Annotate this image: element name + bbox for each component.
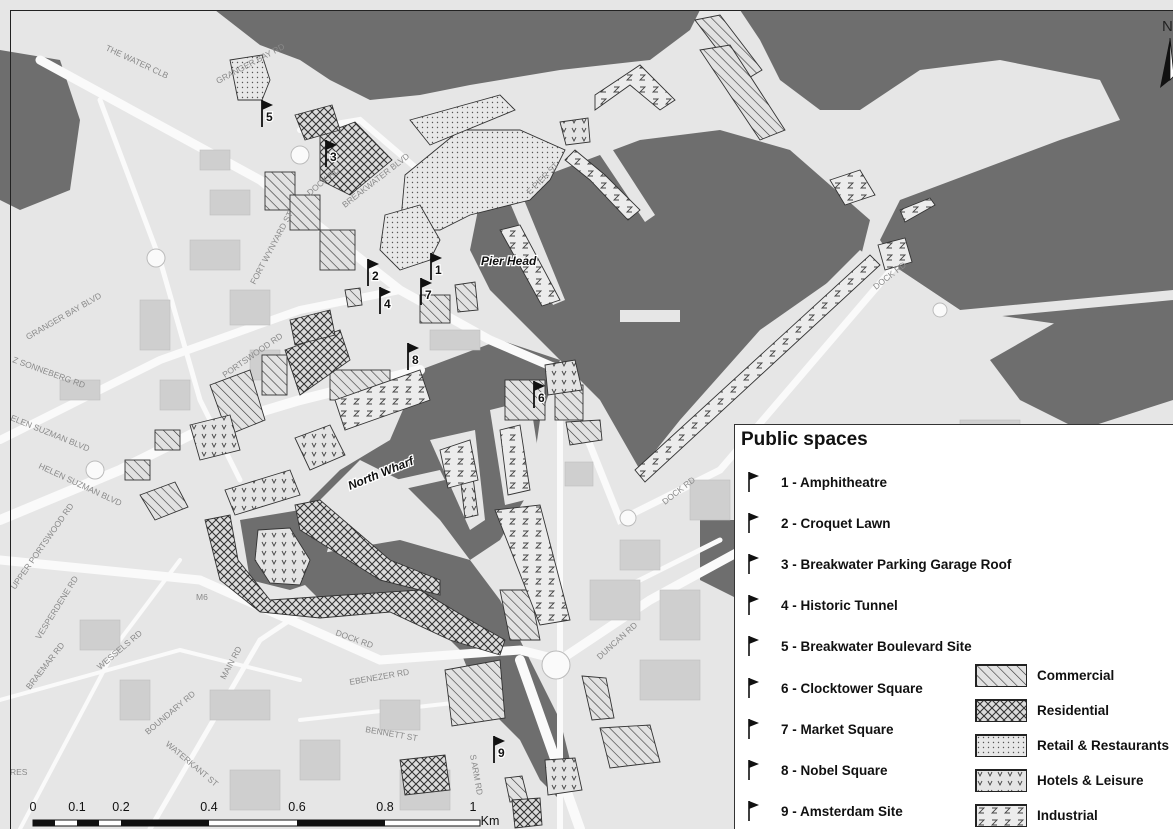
flag-icon [748, 472, 759, 492]
landuse-industrial [334, 64, 936, 626]
industrial-swatch-icon [975, 803, 1027, 827]
legend-landuse-item: Commercial [975, 662, 1114, 688]
scale-labels: 0 0.1 0.2 0.4 0.6 0.8 1 Km [0, 800, 600, 828]
site-marker-7[interactable]: 7 [420, 278, 433, 305]
site-marker-8[interactable]: 8 [407, 343, 420, 370]
legend-landuse-label: Retail & Restaurants [1037, 737, 1170, 753]
site-marker-label: 9 [498, 746, 505, 760]
street-label: M6 [196, 592, 208, 602]
site-marker-label: 4 [384, 297, 391, 311]
roundabouts [85, 145, 948, 680]
scale-tick-label: 0.8 [376, 800, 394, 814]
site-marker-5[interactable]: 5 [261, 100, 274, 127]
flag-icon [326, 140, 337, 150]
north-arrow-icon [1160, 37, 1173, 88]
commercial-swatch-icon [975, 663, 1027, 687]
flag-icon [380, 287, 391, 297]
legend-item: 2 - Croquet Lawn [747, 510, 891, 536]
legend-item: 1 - Amphitheatre [747, 469, 887, 495]
flag-icon [748, 636, 759, 656]
legend-landuse-label: Residential [1037, 702, 1110, 718]
scale-tick-label: 0 [29, 800, 37, 814]
legend-landuse-label: Industrial [1037, 807, 1098, 823]
scale-tick-label: 1 [469, 800, 477, 814]
legend-item: 7 - Market Square [747, 716, 894, 742]
legend-landuse-item: Hotels & Leisure [975, 767, 1144, 793]
flag-icon [534, 381, 545, 391]
landuse-residential [204, 104, 543, 829]
legend-landuse-label: Hotels & Leisure [1037, 772, 1144, 788]
flag-icon [408, 343, 419, 353]
legend-item-label: 2 - Croquet Lawn [781, 515, 891, 531]
site-marker-6[interactable]: 6 [533, 381, 546, 408]
site-marker-label: 6 [538, 391, 545, 405]
retail-swatch-icon [975, 733, 1027, 757]
hotels-swatch-icon [975, 768, 1027, 792]
legend-item-label: 4 - Historic Tunnel [781, 597, 898, 613]
scale-bar [32, 819, 481, 827]
site-marker-4[interactable]: 4 [379, 287, 392, 314]
legend-landuse-item: Industrial [975, 802, 1098, 828]
legend-item-label: 8 - Nobel Square [781, 762, 888, 778]
site-marker-1[interactable]: 1 [430, 253, 443, 280]
legend-item-label: 1 - Amphitheatre [781, 474, 888, 490]
flag-icon [748, 554, 759, 574]
flag-icon [262, 100, 273, 110]
place-label-pier-head: Pier Head [481, 254, 537, 268]
flag-icon [748, 678, 759, 698]
legend-item-label: 3 - Breakwater Parking Garage Roof [781, 556, 1012, 572]
flag-icon [748, 760, 759, 780]
flag-icon [748, 719, 759, 739]
scale-tick-label: 0.6 [288, 800, 306, 814]
flag-icon [431, 253, 442, 263]
legend-item: 6 - Clocktower Square [747, 675, 923, 701]
flag-icon [421, 278, 432, 288]
north-letter: N [1162, 18, 1173, 35]
legend-item-label: 9 - Amsterdam Site [781, 803, 903, 819]
scale-unit: Km [480, 814, 500, 828]
site-marker-label: 5 [266, 110, 273, 124]
site-marker-label: 1 [435, 263, 442, 277]
landuse-retail [229, 54, 566, 271]
site-marker-label: 8 [412, 353, 419, 367]
flag-icon [368, 259, 379, 269]
site-marker-label: 7 [425, 288, 432, 302]
residential-swatch-icon [975, 698, 1027, 722]
site-marker-2[interactable]: 2 [367, 259, 380, 286]
site-marker-3[interactable]: 3 [325, 140, 338, 167]
scale-tick-label: 0.2 [112, 800, 130, 814]
flag-icon [748, 595, 759, 615]
flag-icon [748, 801, 759, 821]
legend-item: 5 - Breakwater Boulevard Site [747, 633, 972, 659]
legend-item: 3 - Breakwater Parking Garage Roof [747, 551, 1011, 577]
scale-tick-label: 0.4 [200, 800, 218, 814]
site-markers: 1 2 3 4 5 6 7 8 9 [261, 100, 546, 763]
flag-icon [494, 736, 505, 746]
legend-item: 4 - Historic Tunnel [747, 592, 898, 618]
legend-landuse-item: Retail & Restaurants [975, 732, 1169, 758]
flag-icon [748, 513, 759, 533]
legend-title: Public spaces [741, 429, 868, 450]
scale-tick-label: 0.1 [68, 800, 86, 814]
legend-item-label: 7 - Market Square [781, 721, 894, 737]
legend-item: 9 - Amsterdam Site [747, 798, 903, 824]
legend-landuse-item: Residential [975, 697, 1109, 723]
street-label: RES [10, 767, 28, 777]
legend-item-label: 5 - Breakwater Boulevard Site [781, 638, 972, 654]
site-marker-9[interactable]: 9 [493, 736, 506, 763]
water-bodies [0, 10, 1173, 800]
legend-item-label: 6 - Clocktower Square [781, 680, 923, 696]
site-marker-label: 3 [330, 150, 337, 164]
map-legend: Public spaces 1 - Amphitheatre 2 - Croqu… [734, 424, 1173, 829]
legend-landuse-label: Commercial [1037, 667, 1115, 683]
legend-item: 8 - Nobel Square [747, 757, 888, 783]
site-marker-label: 2 [372, 269, 379, 283]
landuse-commercial [124, 14, 786, 803]
